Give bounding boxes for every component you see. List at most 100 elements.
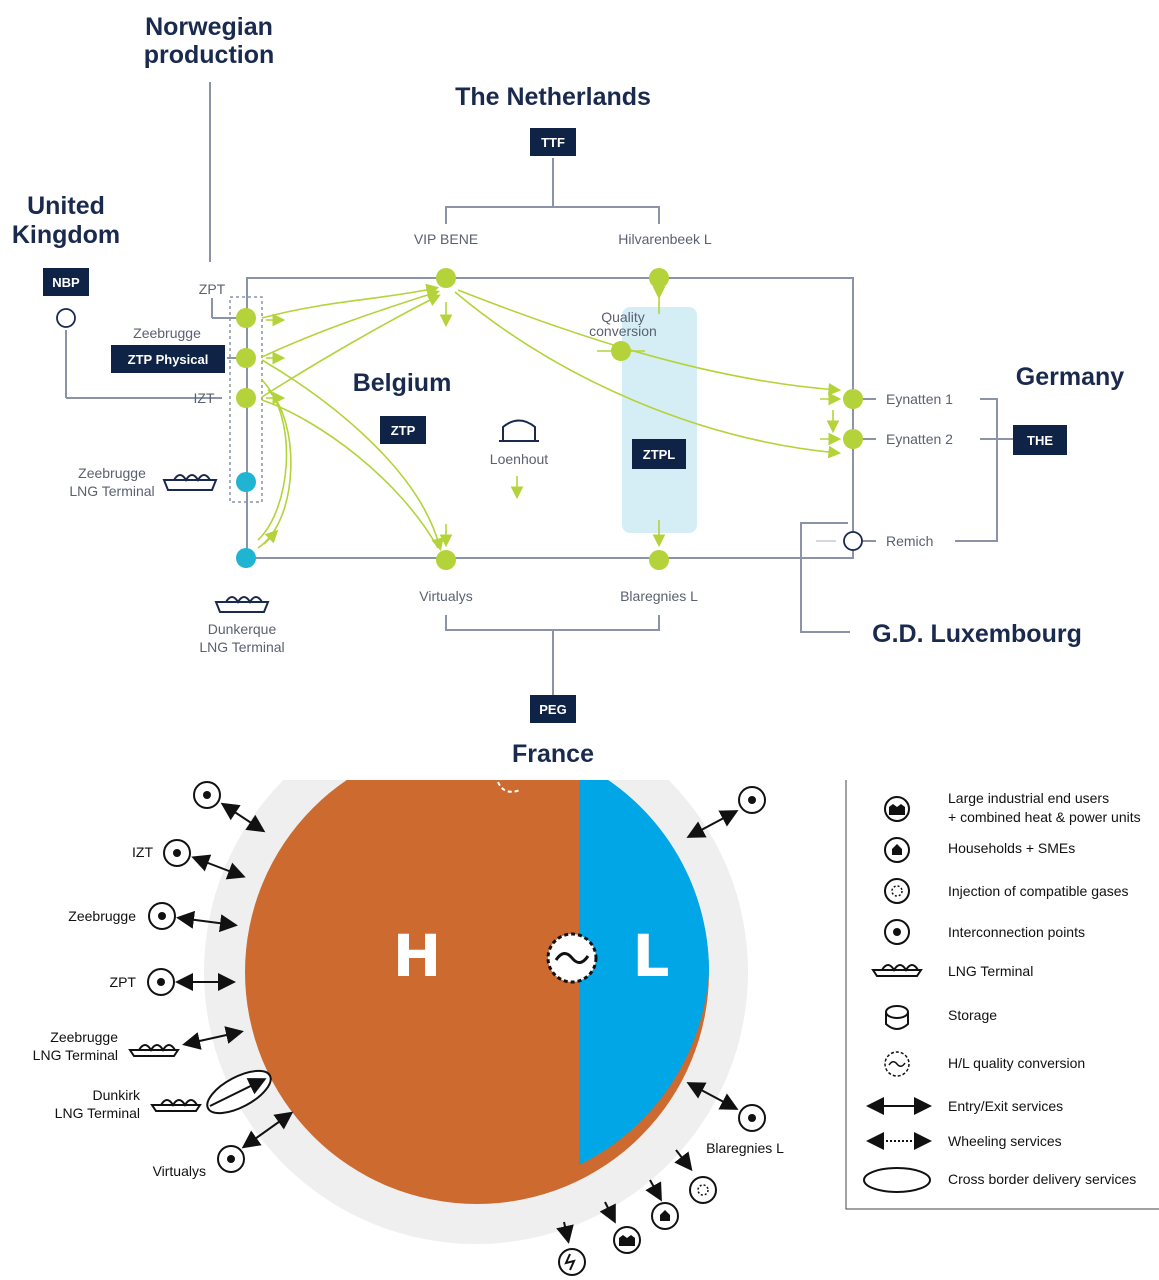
germany-title: Germany <box>1016 363 1124 391</box>
household-exit-icon <box>645 1179 679 1230</box>
svg-text:NBP: NBP <box>52 275 80 290</box>
svg-text:Dunkirk: Dunkirk <box>93 1087 141 1103</box>
legend-row-cross-border: Cross border delivery services <box>863 1167 1136 1193</box>
label-dunkerque-lng-line2: LNG Terminal <box>199 639 284 655</box>
node-hilvarenbeek <box>649 268 669 288</box>
svg-text:PEG: PEG <box>539 702 566 717</box>
connector-lines <box>65 82 1013 695</box>
svg-text:ZPT: ZPT <box>110 974 137 990</box>
dashed-outline <box>497 781 521 793</box>
svg-text:Zeebrugge: Zeebrugge <box>68 908 136 924</box>
legend-row-entry-exit: Entry/Exit services <box>866 1097 1063 1115</box>
svg-text:ZTP Physical: ZTP Physical <box>128 352 209 367</box>
svg-text:Storage: Storage <box>948 1007 997 1023</box>
node-remich <box>843 531 863 551</box>
hub-ztp-physical: ZTP Physical <box>111 345 225 373</box>
france-title: France <box>512 740 594 768</box>
luxembourg-title: G.D. Luxembourg <box>872 620 1082 648</box>
legend-row-factory: Large industrial end users + combined he… <box>884 790 1141 825</box>
svg-text:Interconnection points: Interconnection points <box>948 924 1085 940</box>
svg-text:ZTPL: ZTPL <box>643 447 676 462</box>
top-network-diagram: Norwegian production The Netherlands Uni… <box>12 13 1124 768</box>
svg-text:Injection of compatible gases: Injection of compatible gases <box>948 883 1129 899</box>
label-remich: Remich <box>886 533 933 549</box>
zeebrugge-group-box <box>229 296 263 503</box>
svg-text:THE: THE <box>1027 433 1053 448</box>
label-eynatten1: Eynatten 1 <box>886 391 953 407</box>
node-eynatten1 <box>843 389 863 409</box>
hub-ttf: TTF <box>530 128 576 156</box>
svg-text:H/L quality conversion: H/L quality conversion <box>948 1055 1085 1071</box>
legend: Large industrial end users + combined he… <box>845 780 1159 1210</box>
svg-text:Wheeling services: Wheeling services <box>948 1133 1062 1149</box>
node-zpt <box>236 308 256 328</box>
hub-nbp: NBP <box>43 268 89 296</box>
node-blaregnies <box>649 550 669 570</box>
interconnection-point-virtualys: Virtualys <box>153 1111 294 1179</box>
dunkerque-lng-terminal-icon <box>214 596 270 613</box>
uk-title: United <box>27 192 105 220</box>
loenhout-storage-icon <box>499 419 539 442</box>
node-dunkerque-lng <box>236 548 256 568</box>
power-exit-icon <box>556 1221 586 1276</box>
netherlands-title: The Netherlands <box>455 83 651 111</box>
interconnection-point-blaregnies: Blaregnies L <box>686 1082 784 1156</box>
legend-row-injection: Injection of compatible gases <box>884 878 1129 904</box>
node-nbp <box>56 308 76 328</box>
hub-the: THE <box>1013 425 1067 455</box>
injection-exit-icon <box>674 1149 717 1204</box>
bottom-zone-diagram <box>204 780 748 1244</box>
bottom-entry-points: IZT Zeebrugge ZPT Zeebrugge LNG Terminal… <box>33 781 784 1276</box>
svg-text:Large industrial end users: Large industrial end users <box>948 790 1109 806</box>
svg-text:IZT: IZT <box>132 844 153 860</box>
interconnection-point-zeebrugge: Zeebrugge <box>68 902 238 933</box>
svg-text:ZTP: ZTP <box>391 423 416 438</box>
zone-h-label: H <box>393 922 442 990</box>
svg-text:LNG Terminal: LNG Terminal <box>948 963 1033 979</box>
uk-title-line2: Kingdom <box>12 221 120 249</box>
dunkirk-lng-terminal-entry: Dunkirk LNG Terminal <box>55 1069 272 1121</box>
node-eynatten2 <box>843 429 863 449</box>
legend-row-house: Households + SMEs <box>884 837 1075 863</box>
interconnection-point-top-left <box>193 781 266 833</box>
label-blaregnies: Blaregnies L <box>620 588 698 604</box>
node-quality-conversion <box>611 341 631 361</box>
zone-labels: H L <box>393 781 670 990</box>
svg-text:Zeebrugge: Zeebrugge <box>50 1029 118 1045</box>
legend-row-interconnection: Interconnection points <box>884 919 1085 945</box>
legend-row-lng: LNG Terminal <box>871 963 1033 979</box>
label-virtualys: Virtualys <box>419 588 472 604</box>
label-eynatten2: Eynatten 2 <box>886 431 953 447</box>
legend-row-quality: H/L quality conversion <box>884 1051 1085 1077</box>
hub-peg: PEG <box>530 695 576 723</box>
svg-text:Blaregnies L: Blaregnies L <box>706 1140 784 1156</box>
node-virtualys <box>436 550 456 570</box>
interconnection-point-zpt: ZPT <box>110 968 236 996</box>
label-hilvarenbeek: Hilvarenbeek L <box>618 231 712 247</box>
svg-text:Entry/Exit services: Entry/Exit services <box>948 1098 1063 1114</box>
interconnection-point-izt: IZT <box>132 839 246 880</box>
label-quality-conversion-line2: conversion <box>589 323 657 339</box>
label-zeebrugge-lng: Zeebrugge <box>78 465 146 481</box>
node-vip-bene <box>436 268 456 288</box>
hub-ztpl: ZTPL <box>632 439 686 469</box>
legend-row-wheeling: Wheeling services <box>866 1132 1062 1150</box>
node-zeebrugge <box>236 348 256 368</box>
label-dunkerque-lng: Dunkerque <box>208 621 277 637</box>
svg-text:+ combined heat & power units: + combined heat & power units <box>948 809 1141 825</box>
flow-arrows <box>257 283 842 552</box>
label-loenhout: Loenhout <box>490 451 549 467</box>
hub-ztp: ZTP <box>380 416 426 444</box>
zeebrugge-lng-terminal-entry: Zeebrugge LNG Terminal <box>33 1026 244 1063</box>
zone-l-label: L <box>633 922 670 990</box>
label-quality-conversion: Quality <box>601 309 645 325</box>
label-zeebrugge-lng-line2: LNG Terminal <box>69 483 154 499</box>
svg-text:Cross border delivery services: Cross border delivery services <box>948 1171 1136 1187</box>
svg-text:Households + SMEs: Households + SMEs <box>948 840 1075 856</box>
industrial-exit-icon <box>599 1201 641 1254</box>
svg-text:LNG Terminal: LNG Terminal <box>55 1105 140 1121</box>
interconnection-point-top-right <box>686 786 766 838</box>
legend-row-storage: Storage <box>885 1005 997 1030</box>
svg-text:LNG Terminal: LNG Terminal <box>33 1047 118 1063</box>
